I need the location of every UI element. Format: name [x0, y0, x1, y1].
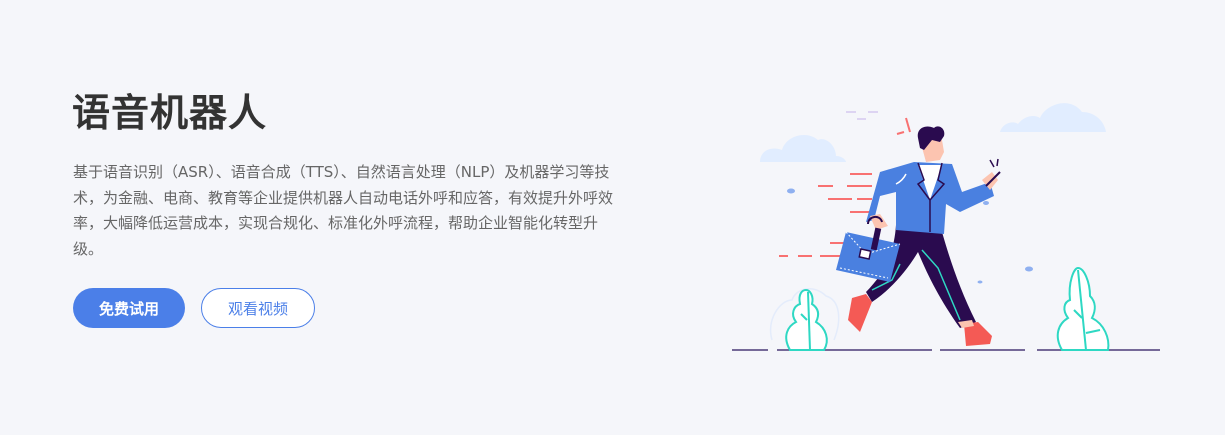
- hero-description: 基于语音识别（ASR）、语音合成（TTS）、自然语言处理（NLP）及机器学习等技…: [73, 163, 614, 258]
- watch-video-button[interactable]: 观看视频: [201, 288, 315, 328]
- free-trial-button[interactable]: 免费试用: [73, 288, 185, 328]
- page-title: 语音机器人: [72, 91, 268, 135]
- running-businessman-illustration: [732, 103, 1160, 351]
- decor-dots: [787, 188, 1033, 284]
- man-head: [917, 126, 945, 162]
- shoe-icon: [848, 294, 992, 346]
- cloud-icon: [760, 103, 1106, 162]
- skin: [958, 320, 974, 328]
- plant-icon: [785, 288, 828, 351]
- phone-icon: [982, 158, 1001, 190]
- man-jacket: [866, 162, 994, 234]
- dash-marks: [846, 111, 878, 120]
- plant-icon: [1056, 266, 1110, 351]
- briefcase-icon: [836, 214, 901, 282]
